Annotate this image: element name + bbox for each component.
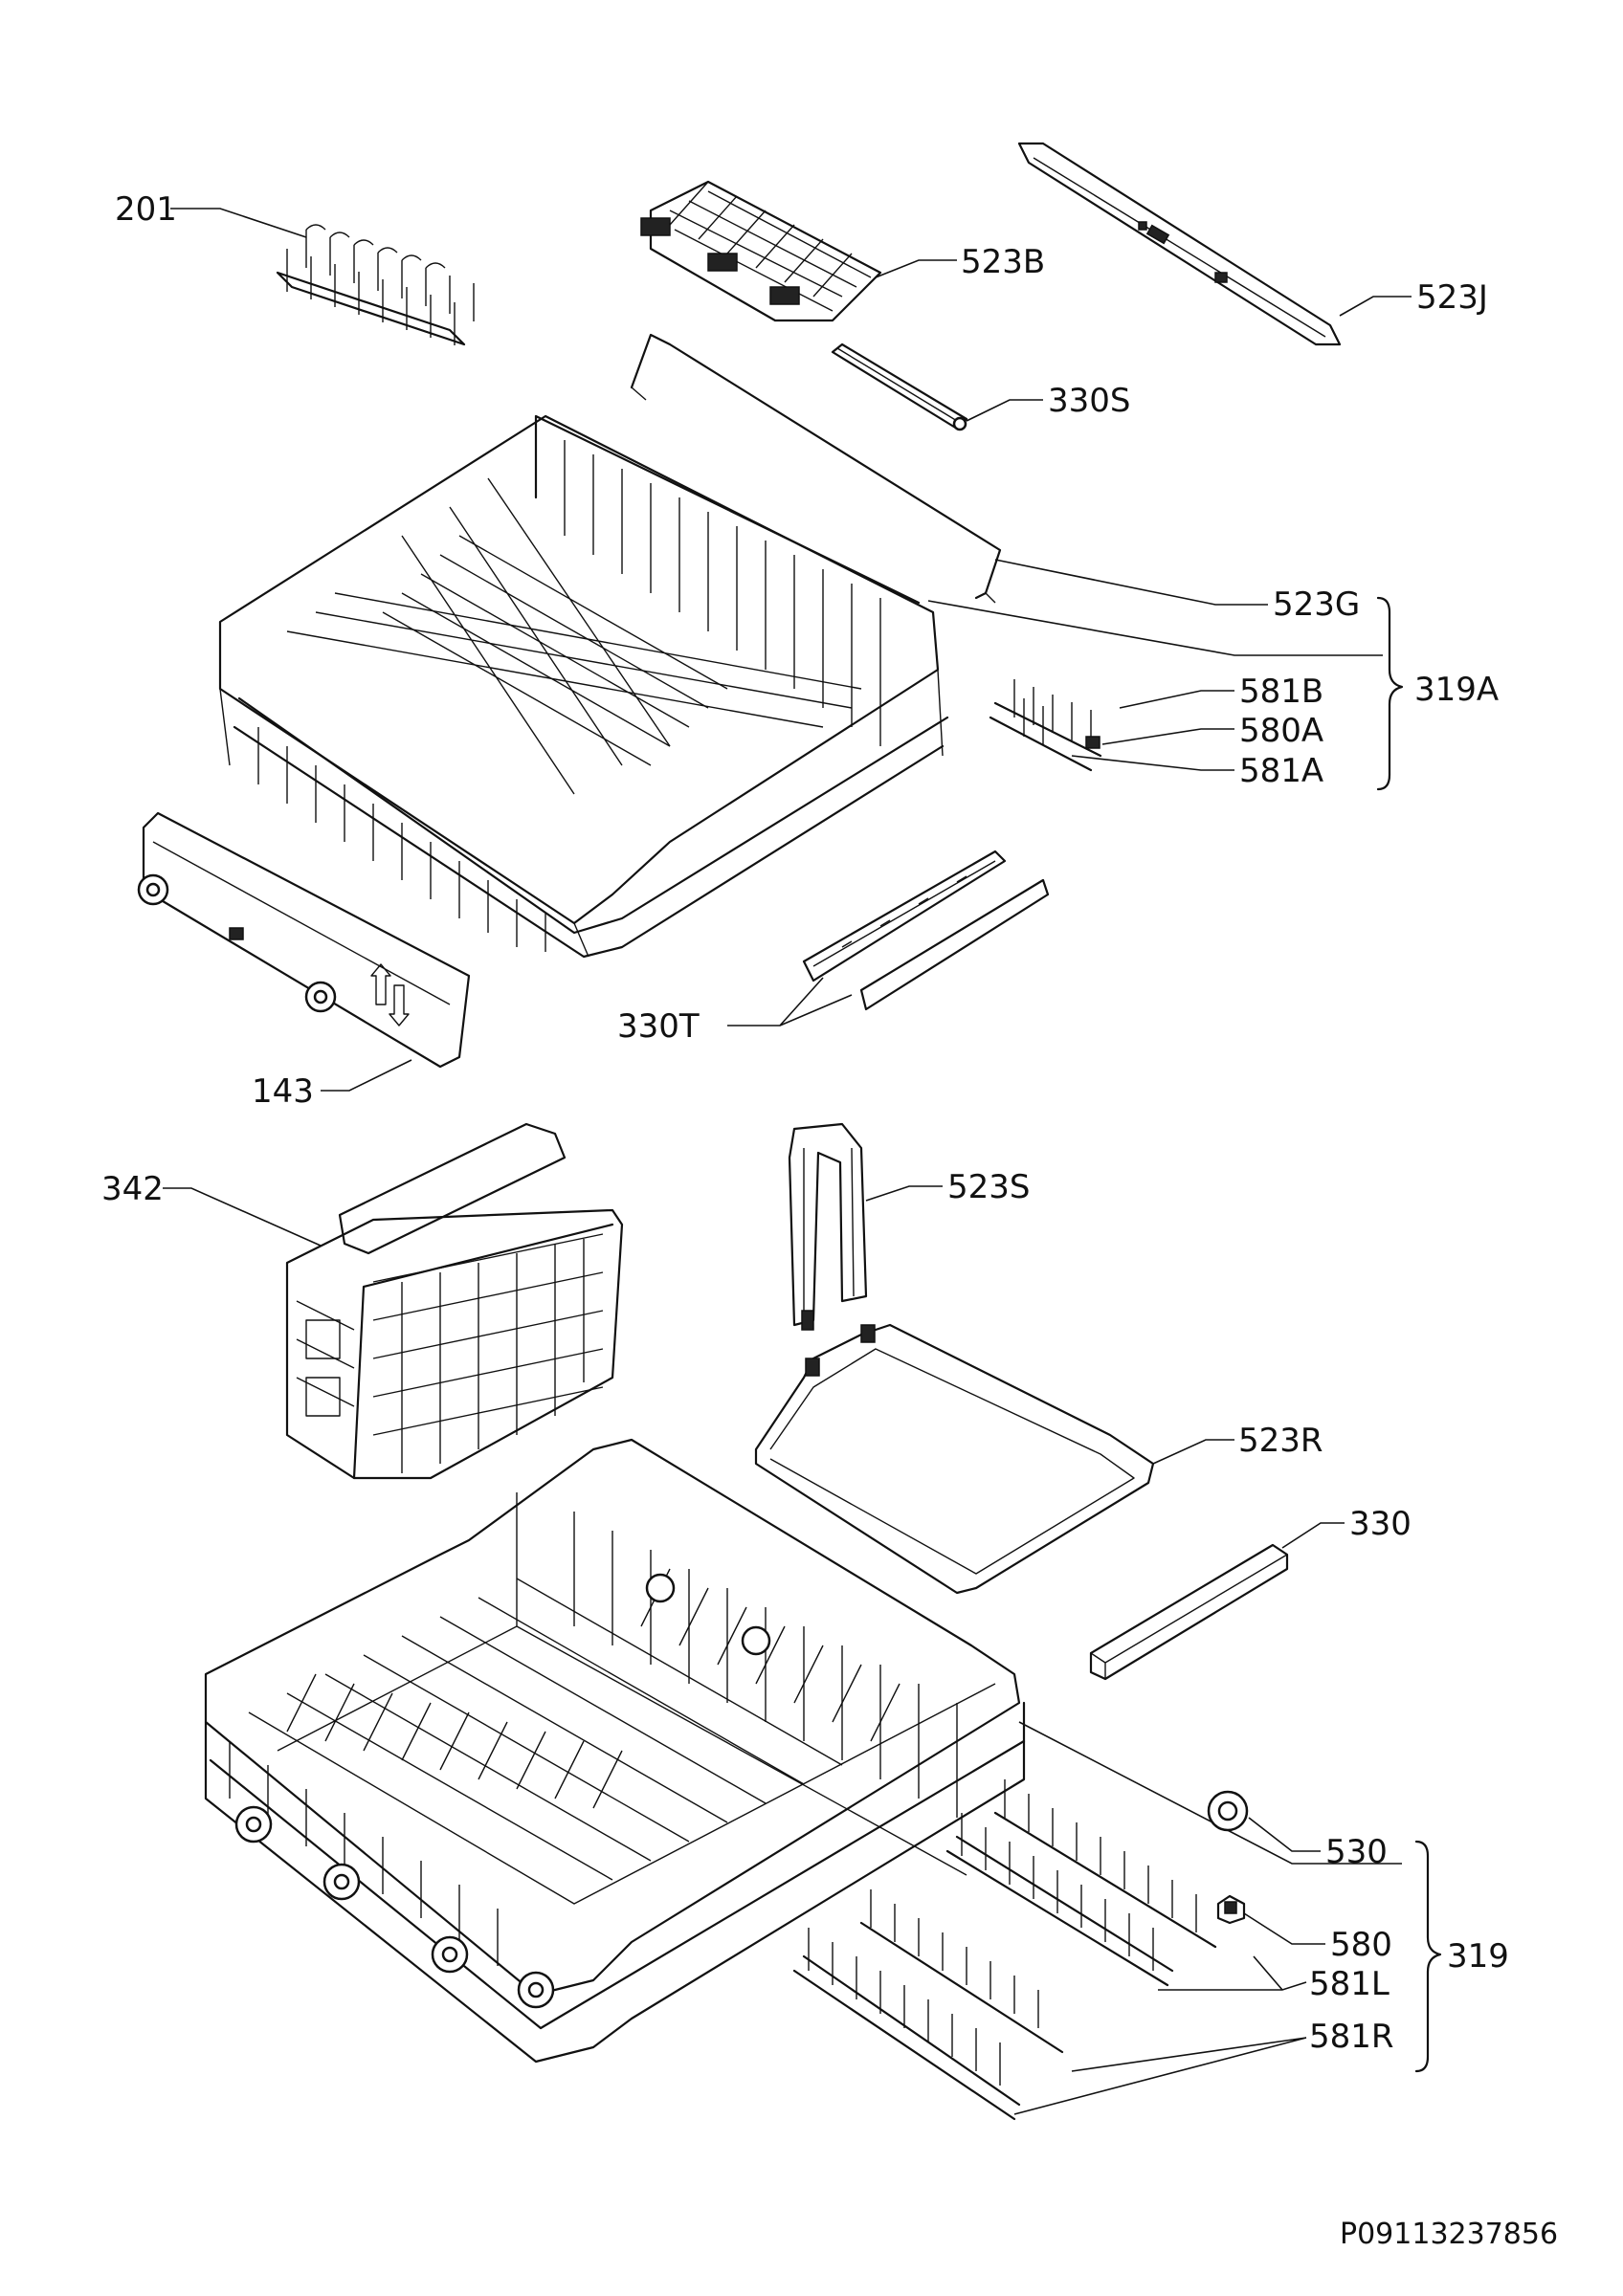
leader-330T <box>727 977 853 1027</box>
part-330T-trim <box>802 850 1050 1011</box>
leader-330S <box>966 399 1043 422</box>
leader-581R <box>1013 2037 1307 2115</box>
brace-319A <box>1376 596 1404 791</box>
label-581L: 581L <box>1309 1965 1390 2003</box>
part-523J-rail <box>1017 142 1342 346</box>
leader-580A <box>1101 728 1234 745</box>
label-143: 143 <box>252 1072 314 1111</box>
leader-530 <box>1248 1817 1321 1852</box>
label-523R: 523R <box>1238 1422 1323 1460</box>
label-330: 330 <box>1349 1505 1412 1543</box>
leader-523R <box>1152 1439 1234 1465</box>
leader-581B <box>1119 690 1234 709</box>
label-523B: 523B <box>961 243 1045 281</box>
label-319A: 319A <box>1414 671 1499 709</box>
label-523J: 523J <box>1416 278 1488 317</box>
part-342-cutlery-basket <box>285 1122 624 1480</box>
label-342: 342 <box>101 1170 164 1208</box>
leader-580 <box>1243 1912 1325 1945</box>
label-330S: 330S <box>1048 382 1130 420</box>
leader-330 <box>1281 1522 1345 1549</box>
label-530: 530 <box>1325 1833 1388 1871</box>
leader-581L <box>1158 1955 1307 1991</box>
part-523G-handle <box>630 333 1002 604</box>
label-330T: 330T <box>617 1007 700 1046</box>
part-580-clip <box>1216 1894 1246 1925</box>
drawing-code: P09113237856 <box>1340 2218 1558 2251</box>
label-201: 201 <box>115 190 177 229</box>
part-523R-frame <box>754 1323 1155 1595</box>
leader-523G <box>994 559 1268 606</box>
part-330S-strip <box>831 342 968 431</box>
leader-319A-basket <box>927 600 1383 656</box>
label-319: 319 <box>1447 1937 1509 1976</box>
part-upper-basket <box>218 414 949 959</box>
brace-319 <box>1414 1840 1442 2073</box>
leader-523J <box>1339 296 1412 317</box>
part-530-wheel <box>1207 1790 1249 1832</box>
label-581R: 581R <box>1309 2018 1394 2056</box>
part-581L-tines <box>945 1779 1217 1987</box>
label-580A: 580A <box>1239 712 1323 750</box>
part-581-tines-upper <box>989 679 1102 772</box>
part-lower-basket <box>204 1438 1026 2064</box>
leader-143 <box>321 1059 412 1092</box>
leader-319-basket <box>1018 1721 1402 1865</box>
leader-581A <box>1071 755 1234 771</box>
label-523S: 523S <box>947 1168 1030 1206</box>
leader-523B <box>875 259 957 278</box>
part-143-height-adjuster <box>137 811 471 1069</box>
part-523S-support <box>788 1122 868 1331</box>
part-523B-cup-shelf <box>640 180 882 322</box>
leader-342 <box>163 1187 322 1247</box>
label-581A: 581A <box>1239 752 1323 790</box>
label-581B: 581B <box>1239 673 1323 711</box>
label-580: 580 <box>1330 1926 1392 1964</box>
leader-523S <box>865 1185 943 1202</box>
part-201-tine-insert <box>276 224 475 346</box>
part-581R-tines <box>792 1889 1064 2121</box>
label-523G: 523G <box>1273 585 1360 624</box>
part-330-strip <box>1089 1543 1289 1681</box>
leader-201 <box>170 208 307 238</box>
